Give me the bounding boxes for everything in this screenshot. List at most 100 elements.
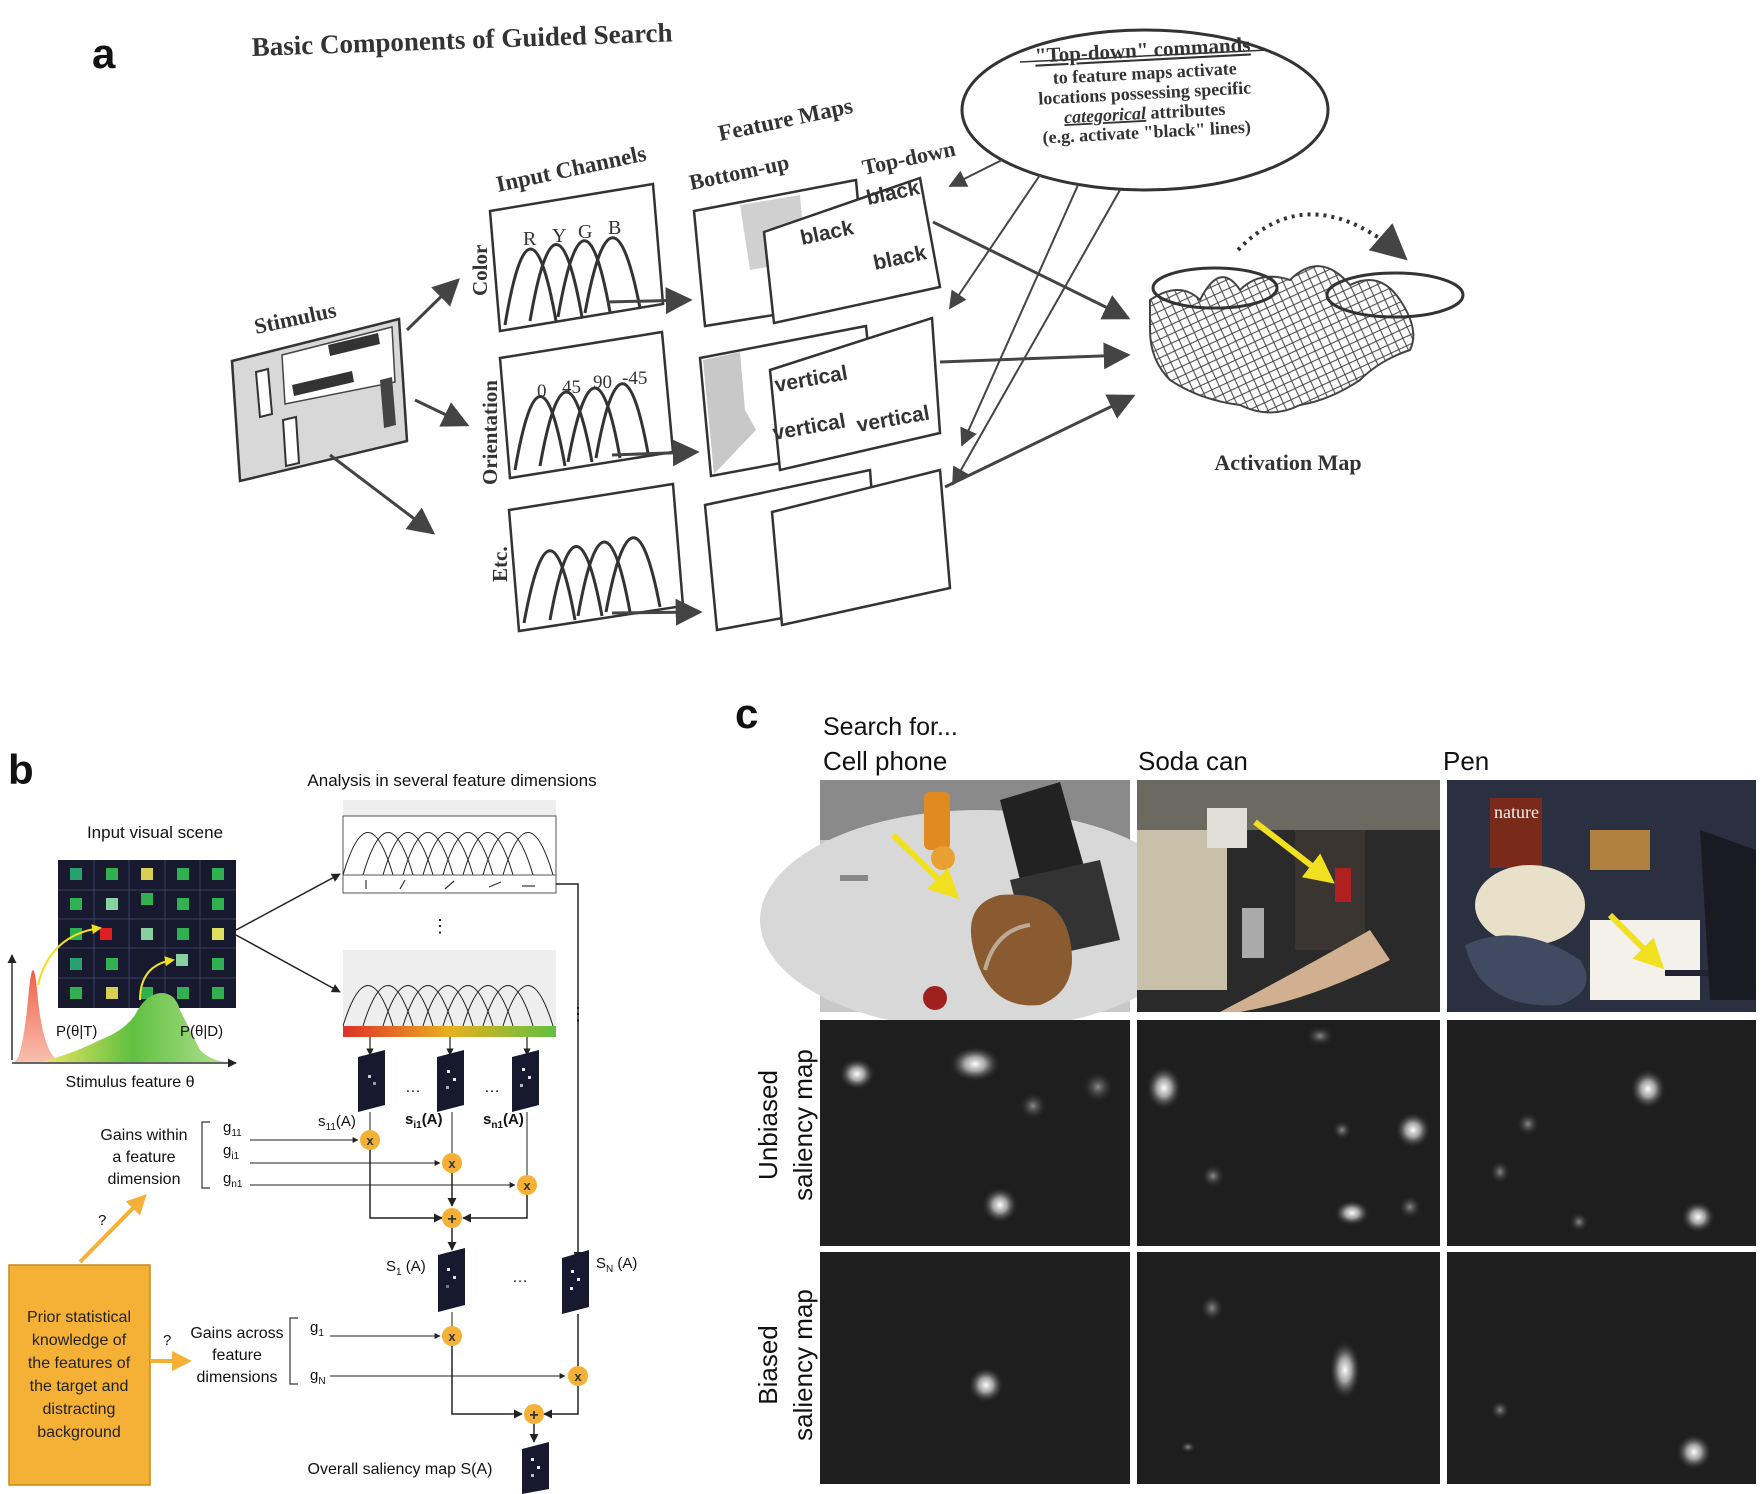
multiply-node: x bbox=[442, 1153, 462, 1173]
orientation-curve-label-3: 90 bbox=[593, 372, 612, 393]
p-distractor-label: P(θ|D) bbox=[180, 1023, 223, 1040]
photo-pen: nature bbox=[1447, 780, 1756, 1012]
multiply-node: x bbox=[360, 1130, 380, 1150]
sum-node: + bbox=[442, 1208, 462, 1228]
feature-maps-label: Feature Maps bbox=[716, 93, 855, 146]
panel-b: b Input visual scene Analysis in several… bbox=[7, 746, 637, 1494]
color-curve-label-2: Y bbox=[552, 225, 566, 247]
multiply-symbol: x bbox=[523, 1178, 531, 1193]
prior-line3: the features of bbox=[28, 1355, 131, 1372]
biased-saliency-map-pen bbox=[1447, 1252, 1756, 1484]
prior-knowledge-box: Prior statistical knowledge of the featu… bbox=[8, 1264, 151, 1486]
activation-map: Activation Map bbox=[1149, 212, 1465, 475]
p-target-label: P(θ|T) bbox=[56, 1023, 97, 1040]
row-biased-line2: saliency map bbox=[788, 1289, 818, 1441]
feature-map-small-1 bbox=[358, 1050, 385, 1112]
search-for-label: Search for... bbox=[823, 713, 958, 741]
vertical-ellipsis: ⋮ bbox=[431, 916, 449, 936]
column-label-soda-can: Soda can bbox=[1138, 746, 1248, 776]
si1-label: si1(A) bbox=[405, 1111, 443, 1131]
SN-label: SN (A) bbox=[596, 1255, 637, 1275]
gains-within-line2: a feature bbox=[112, 1149, 175, 1166]
biased-saliency-map-soda-can bbox=[1137, 1252, 1440, 1484]
ellipsis-top-2: … bbox=[484, 1079, 500, 1096]
overall-saliency-map bbox=[522, 1442, 549, 1494]
question-mark-2: ? bbox=[163, 1332, 171, 1349]
panel-a: a Basic Components of Guided Search Stim… bbox=[92, 17, 1465, 633]
right-vertical-ellipsis: ⋮ bbox=[569, 1004, 587, 1024]
activation-map-label: Activation Map bbox=[1214, 450, 1361, 475]
panel-a-title: Basic Components of Guided Search bbox=[251, 17, 673, 62]
overall-saliency-label: Overall saliency map S(A) bbox=[308, 1461, 493, 1478]
orientation-curve-label-4: -45 bbox=[622, 368, 647, 389]
multiply-symbol: x bbox=[366, 1133, 374, 1148]
color-channel: R Y G B Color bbox=[468, 182, 665, 333]
feature-map-S1 bbox=[438, 1248, 465, 1312]
feature-map-small-2 bbox=[437, 1050, 464, 1112]
row-label-unbiased: Unbiased saliency map bbox=[753, 1049, 818, 1201]
ellipsis-top-1: … bbox=[405, 1079, 421, 1096]
orientation-feature-maps: vertical vertical vertical bbox=[698, 316, 942, 478]
ellipsis-mid: … bbox=[512, 1269, 528, 1286]
topdown-commands-line3: categorical attributes bbox=[1064, 99, 1226, 127]
sn1-label: sn1(A) bbox=[483, 1111, 524, 1131]
color-feature-maps: black black black bbox=[692, 176, 942, 328]
color-curve-label-3: G bbox=[578, 221, 592, 243]
gains-across-line1: Gains across bbox=[190, 1325, 283, 1342]
multiply-symbol: x bbox=[448, 1329, 456, 1344]
analysis-label: Analysis in several feature dimensions bbox=[307, 771, 596, 790]
gains-within-label: Gains within a feature dimension bbox=[100, 1127, 187, 1188]
gains-across-label: Gains across feature dimensions bbox=[190, 1325, 283, 1386]
row-unbiased-line2: saliency map bbox=[788, 1049, 818, 1201]
row-label-biased: Biased saliency map bbox=[753, 1289, 818, 1441]
row-unbiased-line1: Unbiased bbox=[753, 1070, 783, 1180]
orientation-curve-label-2: 45 bbox=[562, 377, 581, 398]
multiply-node: x bbox=[517, 1175, 537, 1195]
etc-channel-label: Etc. bbox=[488, 546, 512, 582]
gains-across-line3: dimensions bbox=[197, 1369, 278, 1386]
prior-line2: knowledge of bbox=[32, 1332, 127, 1349]
column-label-pen: Pen bbox=[1443, 746, 1489, 776]
sum-node: + bbox=[524, 1404, 544, 1424]
panel-c-letter: c bbox=[735, 690, 758, 737]
plus-symbol: + bbox=[447, 1211, 456, 1228]
multiply-node: x bbox=[568, 1366, 588, 1386]
categorical-word: categorical bbox=[1064, 103, 1147, 127]
panel-a-letter: a bbox=[92, 30, 116, 77]
unbiased-saliency-map-pen bbox=[1447, 1020, 1756, 1246]
attributes-word: attributes bbox=[1145, 99, 1225, 123]
stimulus-label: Stimulus bbox=[252, 297, 339, 339]
panel-c: c Search for... Cell phone Soda can Pen bbox=[735, 690, 1756, 1484]
photo-cell-phone bbox=[760, 780, 1200, 1030]
feature-map-SN bbox=[562, 1250, 589, 1314]
prior-line5: distracting bbox=[43, 1401, 116, 1418]
unbiased-saliency-map-soda-can bbox=[1137, 1020, 1440, 1246]
s11-label: s11(A) bbox=[318, 1113, 356, 1133]
prior-line4: the target and bbox=[30, 1378, 129, 1395]
orientation-channel: 0 45 90 -45 Orientation bbox=[478, 330, 675, 485]
orientation-channel-label: Orientation bbox=[478, 380, 502, 485]
question-mark-1: ? bbox=[98, 1212, 106, 1229]
feature-distributions: P(θ|T) P(θ|D) Stimulus feature θ bbox=[7, 924, 237, 1091]
color-tuning-curves bbox=[342, 950, 556, 1037]
color-curve-label-1: R bbox=[523, 228, 537, 250]
prior-line6: background bbox=[37, 1424, 121, 1441]
etc-channel: Etc. bbox=[488, 482, 685, 633]
gains-within-line3: dimension bbox=[108, 1171, 181, 1188]
bottom-up-label: Bottom-up bbox=[687, 149, 791, 195]
multiply-node: x bbox=[442, 1326, 462, 1346]
top-down-label: Top-down bbox=[860, 136, 958, 180]
gains-within-line1: Gains within bbox=[100, 1127, 187, 1144]
multiply-symbol: x bbox=[574, 1369, 582, 1384]
photo-soda-can bbox=[1137, 780, 1440, 1012]
gi1-label: gi1 bbox=[223, 1142, 240, 1162]
multiply-symbol: x bbox=[448, 1156, 456, 1171]
input-visual-scene bbox=[58, 860, 236, 1008]
row-biased-line1: Biased bbox=[753, 1325, 783, 1405]
orientation-tuning-curves bbox=[342, 800, 557, 894]
unbiased-saliency-map-cell-phone bbox=[820, 1020, 1130, 1246]
color-channel-label: Color bbox=[468, 245, 492, 296]
etc-feature-maps bbox=[703, 468, 952, 632]
topdown-commands-bubble: "Top-down" commands to feature maps acti… bbox=[960, 28, 1330, 192]
